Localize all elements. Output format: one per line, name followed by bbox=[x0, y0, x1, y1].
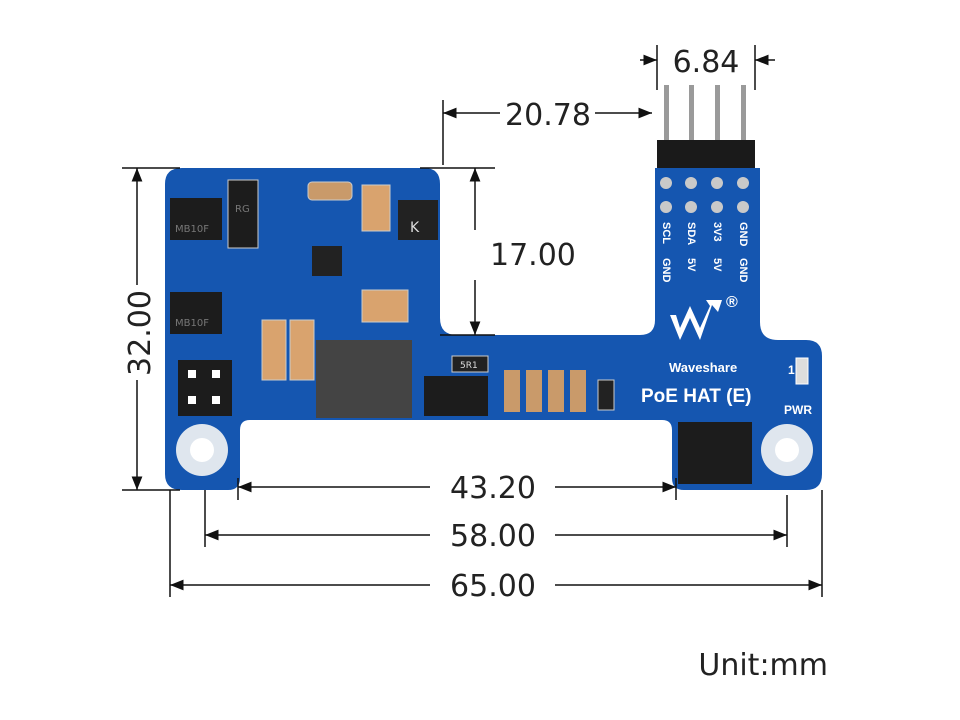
components: MB10F MB10F RG K 5R1 bbox=[170, 179, 752, 484]
pin-label: GND bbox=[737, 222, 749, 247]
dim-hole-spacing: 58.00 bbox=[450, 519, 536, 554]
pwr-led bbox=[795, 357, 809, 385]
dimension-lines bbox=[122, 45, 823, 597]
pin-label: SCL bbox=[660, 222, 672, 244]
mounting-holes bbox=[176, 424, 813, 476]
product-name: PoE HAT (E) bbox=[641, 386, 751, 407]
brand-label: Waveshare bbox=[669, 360, 737, 375]
pin-header bbox=[657, 85, 755, 170]
dim-arm-height: 17.00 bbox=[490, 238, 576, 273]
led-number: 1 bbox=[788, 363, 795, 377]
dim-board-height: 32.00 bbox=[123, 290, 158, 376]
pin-label: 5V bbox=[711, 258, 723, 272]
dim-arm-offset: 20.78 bbox=[505, 98, 591, 133]
chip-label: MB10F bbox=[175, 318, 209, 329]
inductor-label: K bbox=[410, 220, 420, 236]
bridge-rectifier-2 bbox=[170, 292, 222, 334]
pin-socket-2x2 bbox=[178, 360, 232, 416]
registered-mark: ® bbox=[726, 294, 738, 311]
pin-label: GND bbox=[660, 258, 672, 283]
pin-label: SDA bbox=[685, 222, 697, 245]
pwr-label: PWR bbox=[784, 403, 812, 417]
waveshare-logo: ® Waveshare bbox=[669, 294, 738, 375]
dim-hole-to-header: 43.20 bbox=[450, 471, 536, 506]
pin-label: 5V bbox=[685, 258, 697, 272]
header-pads bbox=[660, 177, 749, 213]
transformer bbox=[316, 340, 412, 418]
pin-label: GND bbox=[737, 258, 749, 283]
unit-label: Unit:mm bbox=[698, 648, 828, 683]
pin-header-2x3 bbox=[678, 422, 752, 484]
chip-label: MB10F bbox=[175, 224, 209, 235]
diode-label: RG bbox=[235, 204, 250, 215]
resistor-label: 5R1 bbox=[460, 361, 478, 371]
pin-label: 3V3 bbox=[711, 222, 723, 242]
dim-header-pitch: 6.84 bbox=[673, 45, 740, 80]
bridge-rectifier-1 bbox=[170, 198, 222, 240]
controller-ic bbox=[312, 246, 342, 276]
dim-board-width: 65.00 bbox=[450, 569, 536, 604]
diode bbox=[227, 179, 259, 249]
inductor bbox=[398, 200, 438, 240]
